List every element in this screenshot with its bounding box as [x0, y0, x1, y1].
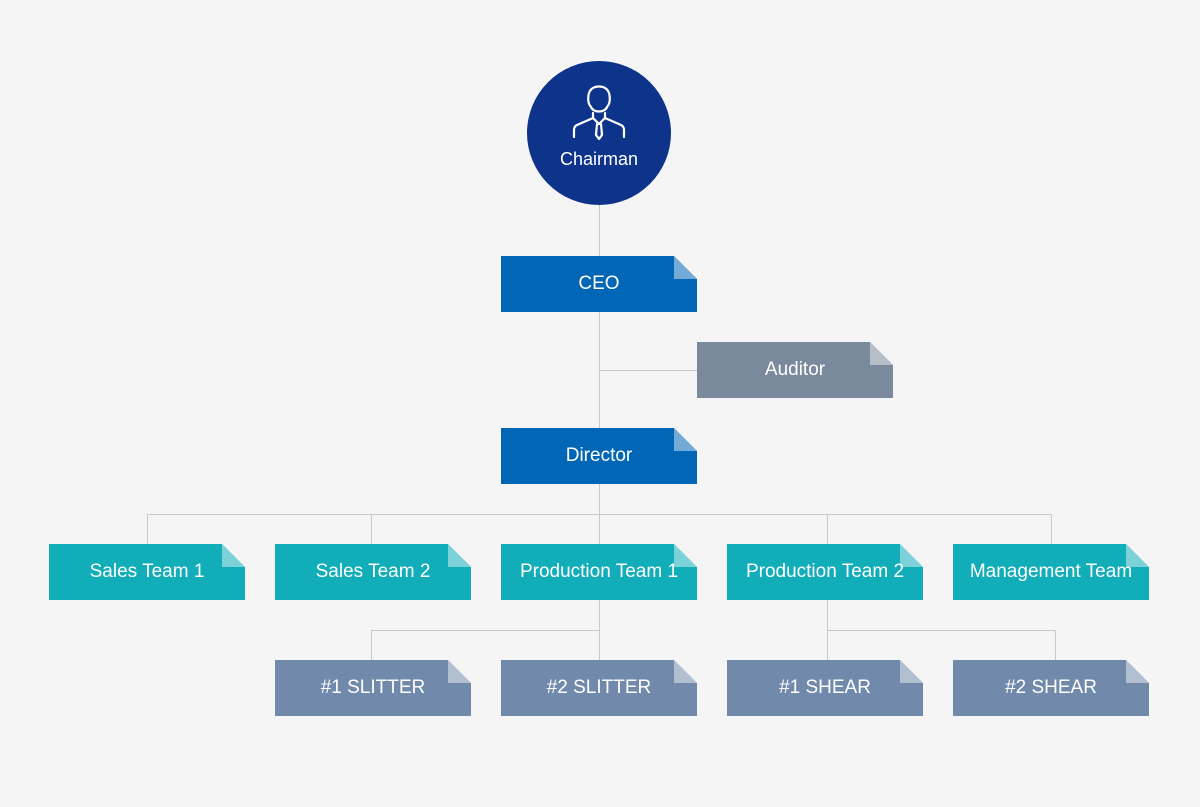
director-node: Director	[501, 428, 697, 484]
team-label: Production Team 2	[745, 561, 905, 582]
slitter-1-node: #1 SLITTER	[275, 660, 471, 716]
management-team-node: Management Team	[953, 544, 1149, 600]
auditor-label: Auditor	[764, 359, 826, 380]
team-label: Management Team	[969, 561, 1133, 582]
unit-label: #1 SHEAR	[779, 677, 871, 698]
sales-team-2-node: Sales Team 2	[275, 544, 471, 600]
shear-1-node: #1 SHEAR	[727, 660, 923, 716]
production-team-2-node: Production Team 2	[727, 544, 923, 600]
team-label: Production Team 1	[519, 561, 679, 582]
businessman-icon	[572, 85, 626, 141]
director-label: Director	[565, 445, 633, 466]
unit-label: #2 SHEAR	[1005, 677, 1097, 698]
chairman-label: Chairman	[559, 149, 639, 169]
auditor-node: Auditor	[697, 342, 893, 398]
production-team-1-node: Production Team 1	[501, 544, 697, 600]
team-label: Sales Team 2	[315, 561, 431, 582]
slitter-2-node: #2 SLITTER	[501, 660, 697, 716]
unit-label: #2 SLITTER	[546, 677, 652, 698]
ceo-node: CEO	[501, 256, 697, 312]
ceo-label: CEO	[578, 273, 620, 294]
team-label: Sales Team 1	[89, 561, 205, 582]
sales-team-1-node: Sales Team 1	[49, 544, 245, 600]
chairman-node: Chairman	[527, 61, 671, 205]
unit-label: #1 SLITTER	[320, 677, 426, 698]
shear-2-node: #2 SHEAR	[953, 660, 1149, 716]
